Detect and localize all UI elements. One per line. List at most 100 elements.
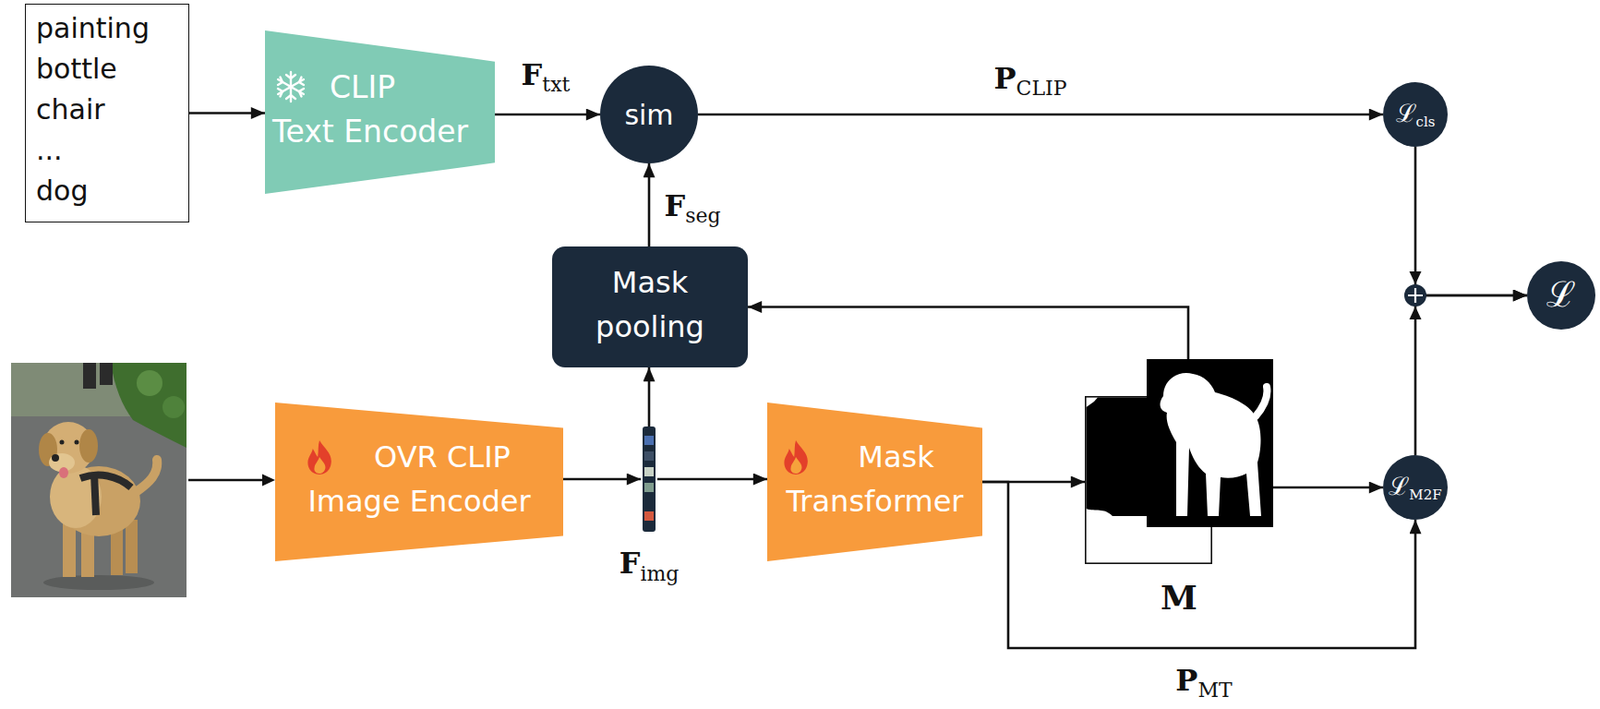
total-loss-circle: ℒ [1527,261,1596,330]
similarity-circle: sim [600,65,698,164]
dog-ear [79,429,98,463]
text-block: OVR CLIP Image Encoder [302,437,536,527]
sum-circle [1404,284,1427,307]
connector-arrow [648,163,651,247]
sum-arrowhead [1409,271,1422,285]
circle-fill [1383,82,1448,147]
math-symbol: P [1175,662,1198,698]
text-block: sim [624,99,674,131]
circle-fill [600,65,698,164]
trapezoid-shape [275,402,564,562]
feature-cell [644,435,654,446]
bush-leaf [136,370,163,397]
trapezoid-shape [264,30,495,194]
math-symbol: F [663,188,686,224]
node-label: M [1160,577,1198,617]
connector-arrow [189,111,265,115]
bush-leaf [162,396,185,419]
loss-circle: ℒM2F [1383,455,1448,520]
node-label: ℒ [1546,292,1576,311]
math-subscript: cls [1416,113,1436,131]
text-block: M [1160,578,1198,624]
connector-arrow [1415,295,1528,456]
dog-chest [49,465,102,529]
harness [94,473,97,516]
feature-cell [644,467,654,477]
connector-arrow [657,478,768,482]
class-name: bottle [36,48,118,90]
sum-plus [1407,288,1423,303]
circle-fill [1527,261,1596,330]
math-symbol: ℒ [1388,471,1409,501]
edge-label: PCLIP [991,62,1071,101]
mask-transformer: Mask Transformer [767,402,983,562]
trapezoid-shape [767,402,983,562]
math-symbol: ℒ [1395,98,1417,128]
image-encoder: OVR CLIP Image Encoder [275,402,564,562]
edge-label: Fseg [661,190,723,229]
feature-cell [644,511,654,521]
edge-label: Ftxt [518,59,574,97]
dog-nose [51,454,60,462]
class-name: chair [36,89,106,131]
text-block: Fimg [619,544,680,593]
text-block: CLIP Text Encoder [272,68,491,157]
bush [110,362,187,448]
person-leg [99,362,113,385]
shadow [43,575,155,590]
trapezoid-fill [264,30,495,194]
connector-arrow [1415,146,1528,296]
connector-arrow [747,307,1189,361]
text-block: Mask Transformer [779,437,971,527]
feature-bar [640,426,658,532]
class-name: ... [36,130,63,171]
trainable-icon [302,438,337,476]
math-symbol: F [521,57,543,93]
text-block: Mask pooling [571,263,729,352]
frozen-icon [272,69,310,105]
edge-label: PMT [1172,664,1235,703]
math-subscript: CLIP [1016,76,1068,100]
feature-bar-body [642,426,656,532]
input-photo [11,362,187,598]
text-block: ℒM2F [1388,472,1442,504]
text-encoder: CLIP Text Encoder [264,30,495,194]
dog-tongue [59,467,69,479]
trainable-icon [779,438,813,476]
math-subscript: img [639,562,679,586]
text-block: ℒ [1546,276,1576,315]
trapezoid-fill [767,402,983,562]
front-mask [1146,359,1274,528]
harness [80,475,132,488]
node-label: ℒcls [1395,108,1436,126]
node-label: OVR CLIP Image Encoder [307,439,530,519]
circle-fill [1383,455,1448,520]
node-label: Fimg [619,559,680,578]
front-mask-ground [1146,359,1274,528]
dog-eye [60,440,65,446]
trapezoid-fill [275,402,564,562]
node-label: Mask pooling [595,264,705,345]
class-name: painting [36,8,150,49]
text-block: ℒcls [1395,99,1436,131]
connector-arrow [563,478,641,482]
dog-silhouette [1160,372,1262,517]
sum-arrowhead [1409,306,1422,320]
mask-pooling-box: Mask pooling [552,246,748,368]
input-arrow [188,479,265,482]
math-symbol: P [994,60,1017,97]
node-label: ℒM2F [1388,481,1442,499]
math-symbol: F [619,545,641,581]
input-arrowhead [262,474,276,487]
dog-leg [125,519,138,574]
node-label: Mask Transformer [785,439,963,519]
person-leg [83,362,97,389]
math-subscript: seg [685,204,721,228]
connector-arrow [648,367,651,427]
class-list-box: paintingbottlechair...dog [24,3,190,223]
dog-eye [74,440,80,446]
math-subscript: txt [541,72,570,97]
